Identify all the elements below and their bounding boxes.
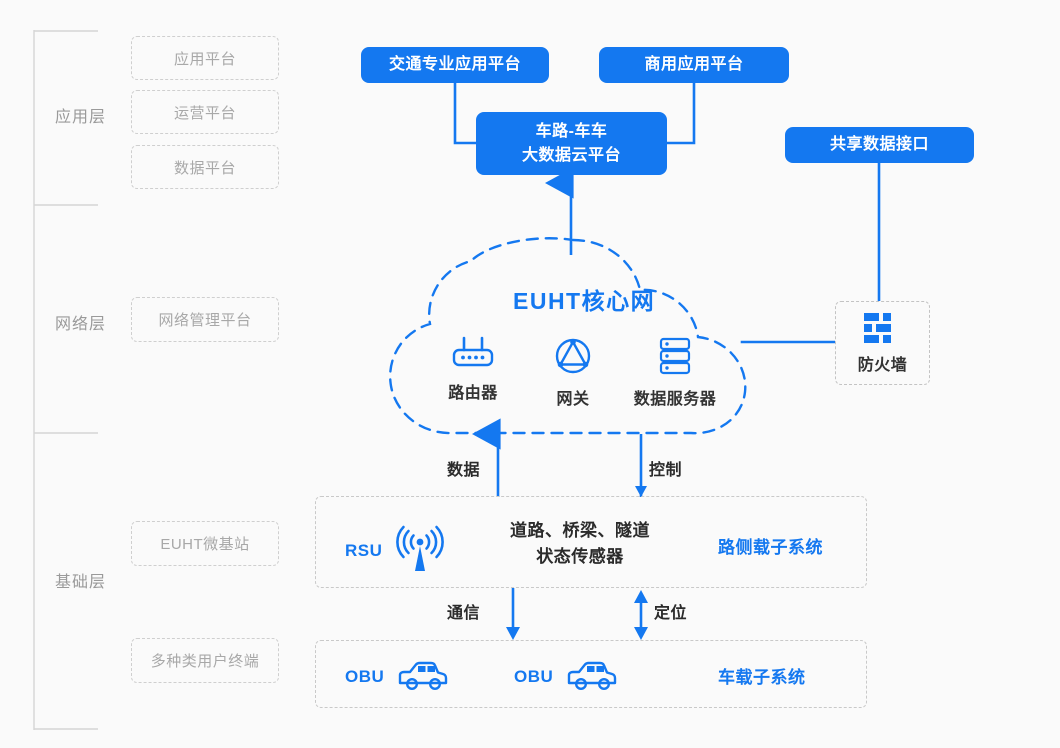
layer-label-application: 应用层 [55, 109, 107, 126]
cloud-node-gateway[interactable]: 网关 [518, 336, 628, 409]
blue-box-commercial-application-platform[interactable]: 商用应用平台 [599, 47, 789, 83]
edge-label-control: 控制 [649, 462, 683, 479]
ghost-box-data-platform[interactable]: 数据平台 [131, 145, 279, 189]
roadside-subsystem-container [315, 496, 867, 588]
big-data-platform-line1: 车路-车车 [535, 123, 608, 141]
blue-box-traffic-professional-application-platform[interactable]: 交通专业应用平台 [361, 47, 549, 83]
cloud-node-data-server[interactable]: 数据服务器 [620, 336, 730, 409]
layer-label-network: 网络层 [55, 316, 107, 333]
obu-label-1: OBU [345, 667, 385, 686]
sensor-line2: 状态传感器 [536, 546, 624, 566]
vehicle-subsystem-container [315, 640, 867, 708]
edge-label-communication: 通信 [447, 605, 481, 622]
cloud-title-euht-core-network: EUHT核心网 [513, 288, 656, 314]
obu-label-2: OBU [514, 667, 554, 686]
router-icon [452, 336, 494, 367]
car-icon [568, 661, 617, 691]
big-data-platform-line2: 大数据云平台 [521, 146, 621, 164]
cloud-node-label-router: 路由器 [448, 385, 498, 402]
edge-label-data: 数据 [447, 462, 481, 479]
car-icon [399, 661, 448, 691]
blue-box-shared-data-interface[interactable]: 共享数据接口 [785, 127, 974, 163]
obu-group-1[interactable]: OBU [345, 661, 450, 693]
antenna-signal-icon [396, 525, 445, 571]
blue-box-big-data-cloud-platform[interactable]: 车路-车车 大数据云平台 [476, 112, 667, 175]
rsu-label: RSU [345, 541, 383, 560]
edge-label-positioning: 定位 [654, 605, 688, 622]
cloud-node-router[interactable]: 路由器 [418, 336, 528, 403]
roadside-sensor-caption: 道路、桥梁、隧道 状态传感器 [500, 518, 660, 569]
layer-label-infrastructure: 基础层 [55, 574, 107, 591]
gateway-icon [555, 338, 591, 374]
firewall-brick-icon [863, 312, 891, 343]
connector-traffic-to-bigdata [453, 81, 478, 145]
data-server-icon [659, 337, 691, 375]
ghost-box-network-management-platform[interactable]: 网络管理平台 [131, 297, 279, 342]
vehicle-subsystem-label: 车载子系统 [718, 668, 806, 687]
sensor-line1: 道路、桥梁、隧道 [510, 521, 650, 540]
layer-axis [33, 30, 98, 730]
obu-group-2[interactable]: OBU [514, 661, 619, 693]
cloud-node-label-gateway: 网关 [556, 391, 590, 408]
firewall-card[interactable]: 防火墙 [835, 301, 930, 385]
connector-commercial-to-bigdata [665, 81, 696, 145]
ghost-box-application-platform[interactable]: 应用平台 [131, 36, 279, 80]
firewall-label: 防火墙 [857, 356, 908, 374]
rsu-group[interactable]: RSU [345, 525, 446, 574]
ghost-box-operation-platform[interactable]: 运营平台 [131, 90, 279, 134]
ghost-box-euht-micro-base-station[interactable]: EUHT微基站 [131, 521, 279, 566]
roadside-subsystem-label: 路侧载子系统 [718, 538, 823, 557]
ghost-box-multi-type-user-terminal[interactable]: 多种类用户终端 [131, 638, 279, 683]
cloud-node-label-data-server: 数据服务器 [633, 391, 717, 408]
